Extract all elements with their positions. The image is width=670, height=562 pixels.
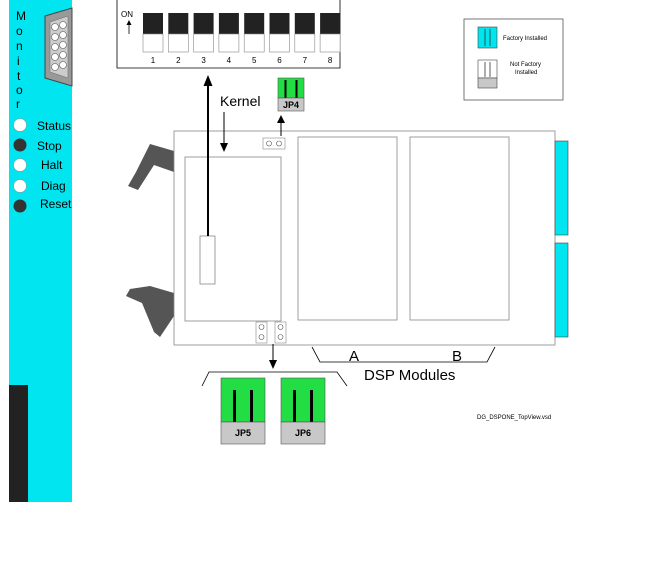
dsp-modules-callout: A B DSP Modules [311, 346, 496, 384]
jp5-label: JP5 [235, 428, 251, 438]
dip-switch-7-slot [294, 33, 316, 53]
monitor-letter: M [16, 9, 26, 23]
legend-not-factory-label-1: Not Factory [510, 62, 541, 68]
file-name-label: DG_DSPONE_TopView.vsd [477, 415, 551, 421]
dip-switch-number: 8 [328, 56, 333, 65]
dip-switch-5-slot [243, 33, 265, 53]
module-a-label: A [349, 348, 359, 365]
kernel-arrow-head [220, 143, 228, 152]
dip-switch-number: 4 [227, 56, 232, 65]
edge-connector-bottom [554, 242, 569, 338]
legend-factory-swatch [477, 26, 498, 49]
monitor-letter: o [16, 24, 23, 38]
db-connector-pins [51, 21, 67, 71]
dip-switch-8-slot [319, 33, 341, 53]
dip-switch-4-slot [218, 33, 240, 53]
dip-switches: 1 2 3 4 5 6 7 8 [142, 13, 341, 65]
legend-factory-label: Factory Installed [503, 36, 547, 42]
jp4-header [262, 137, 286, 150]
status-led [13, 118, 27, 132]
jp5-jp6-callout: JP5 JP6 [201, 344, 348, 445]
dip-switch-1-slot [142, 33, 164, 53]
dip-switch-8-lever [320, 13, 341, 34]
reset-led [13, 199, 27, 213]
dsp-modules-label: DSP Modules [364, 367, 455, 384]
jp4-label: JP4 [283, 100, 299, 110]
dip-switch-number: 1 [151, 56, 156, 65]
jp5-jumper [220, 377, 266, 423]
dip-switch-4-lever [218, 13, 239, 34]
halt-led [13, 158, 27, 172]
top-ejector-lever [128, 144, 174, 190]
stop-led-label: Stop [37, 139, 62, 153]
dip-switch-2-slot [168, 33, 189, 53]
status-led-label: Status [37, 119, 71, 133]
diag-led [13, 179, 27, 193]
jp6-jumper [280, 377, 326, 423]
bottom-ejector-lever [126, 286, 174, 337]
dip-switch-3-slot [193, 33, 214, 53]
stop-led [13, 138, 27, 152]
jp5-header [255, 321, 268, 344]
panel-handle [9, 385, 28, 502]
dip-switch-number: 2 [176, 56, 181, 65]
dip-switch-number: 7 [303, 56, 308, 65]
legend: Factory Installed Not Factory Installed [463, 18, 564, 101]
jp4-callout: JP4 [277, 77, 305, 136]
legend-not-factory-label-2: Installed [515, 70, 537, 76]
dip-on-arrow-head [126, 20, 132, 25]
dip-on-label: ON [121, 10, 133, 19]
dip-switch-5-lever [244, 13, 265, 34]
dip-to-socket-arrow-head [203, 75, 213, 86]
module-b-label: B [452, 348, 462, 365]
dip-switch-7-lever [294, 13, 315, 34]
legend-not-factory-swatch [477, 59, 498, 79]
dip-switch-number: 3 [201, 56, 206, 65]
diag-led-label: Diag [41, 179, 66, 193]
monitor-letter: n [16, 39, 23, 53]
dsp-module-slot-a [297, 136, 398, 321]
dip-switch-block: ON 1 2 3 4 5 6 7 8 [116, 0, 341, 69]
dip-switch-6-slot [269, 33, 290, 53]
dip-switch-1-lever [143, 13, 163, 34]
edge-connector-top [554, 140, 569, 236]
board [126, 130, 569, 346]
monitor-letter: o [16, 83, 23, 97]
dip-switch-number: 5 [252, 56, 257, 65]
dip-switch-6-lever [269, 13, 290, 34]
dsp-module-slot-b [409, 136, 510, 321]
kernel-callout: Kernel [203, 75, 260, 236]
jp6-header [274, 321, 287, 344]
dip-switch-3-lever [193, 13, 214, 34]
monitor-letter: r [16, 97, 20, 111]
kernel-dip-socket [199, 235, 216, 285]
jp4-jumper [277, 77, 305, 99]
dip-switch-2-lever [168, 13, 189, 34]
dip-switch-number: 6 [277, 56, 282, 65]
monitor-letter: i [17, 54, 20, 68]
monitor-letter: t [17, 69, 21, 83]
kernel-label: Kernel [220, 93, 260, 109]
front-panel: M o n i t o r Status Stop Halt Diag Rese… [9, 0, 73, 502]
reset-led-label: Reset [40, 197, 72, 211]
kernel-area [184, 156, 282, 322]
jp6-label: JP6 [295, 428, 311, 438]
halt-led-label: Halt [41, 158, 63, 172]
